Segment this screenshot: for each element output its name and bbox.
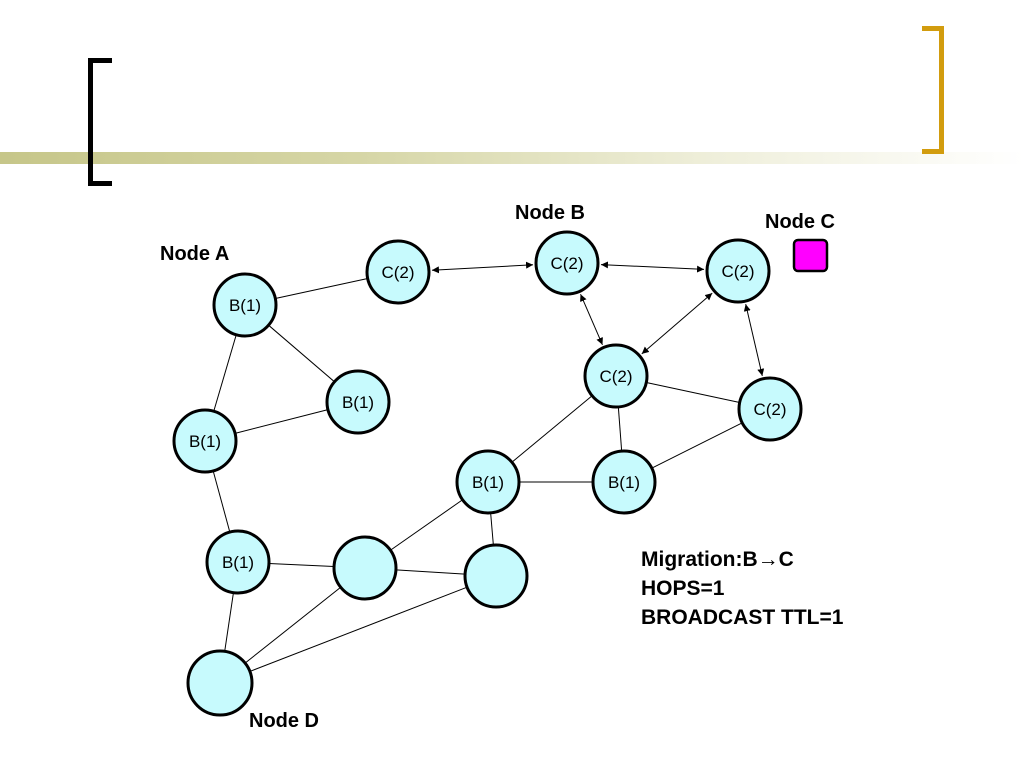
node-d-label: Node D xyxy=(249,710,319,732)
node-c-marker xyxy=(792,238,829,273)
link-b1-lower-to-node-d xyxy=(224,592,234,652)
node-circle xyxy=(583,343,649,409)
link-node-d-to-blank-2 xyxy=(249,586,468,672)
link-blank-1-to-b1-center xyxy=(390,499,463,551)
node-circle xyxy=(455,449,521,515)
link-b1-node-a-to-b1-left xyxy=(213,334,237,412)
right-bracket-decoration xyxy=(922,26,944,154)
node-label: B(1) xyxy=(472,473,504,492)
node-label: B(1) xyxy=(342,393,374,412)
link-b1-center-to-blank-2 xyxy=(490,512,494,546)
node-circle xyxy=(205,529,271,595)
node-circle xyxy=(172,408,238,474)
link-b1-node-a-to-b1-mid xyxy=(268,324,335,383)
link-b1-left-to-b1-mid xyxy=(234,409,329,434)
link-blank-1-to-blank-2 xyxy=(395,569,466,575)
bidirectional-link-c2-top-to-c2-node-b xyxy=(431,261,534,274)
broadcast-ttl-text: BROADCAST TTL=1 xyxy=(641,606,844,629)
node-blank-2 xyxy=(463,543,529,609)
node-circle xyxy=(463,543,529,609)
node-label: C(2) xyxy=(550,254,583,273)
node-c-label: Node C xyxy=(765,211,835,233)
node-c2-node-b: C(2) xyxy=(534,230,600,296)
link-b1-right-to-c2-right xyxy=(651,422,743,469)
node-c2-top: C(2) xyxy=(365,239,431,305)
bidirectional-link-c2-node-b-to-c2-center xyxy=(580,293,603,346)
node-c2-center: C(2) xyxy=(583,343,649,409)
node-circle xyxy=(534,230,600,296)
link-b1-left-to-b1-lower xyxy=(212,470,231,533)
node-a-label: Node A xyxy=(160,243,229,265)
node-circle xyxy=(325,369,391,435)
node-b1-center: B(1) xyxy=(455,449,521,515)
node-blank-1 xyxy=(332,535,398,601)
node-circle xyxy=(705,238,771,304)
node-label: B(1) xyxy=(189,432,221,451)
link-b1-node-a-to-c2-top xyxy=(275,278,368,299)
link-c2-center-to-c2-right xyxy=(646,382,740,403)
node-circle xyxy=(591,449,657,515)
node-label: B(1) xyxy=(608,473,640,492)
node-label: C(2) xyxy=(753,400,786,419)
bidirectional-link-c2-node-b-to-c2-right-top xyxy=(600,261,705,273)
migration-text: Migration:B→C xyxy=(641,548,794,571)
link-b1-center-to-c2-center xyxy=(511,395,593,463)
node-circle xyxy=(212,272,278,338)
node-b1-lower: B(1) xyxy=(205,529,271,595)
hops-text: HOPS=1 xyxy=(641,577,725,600)
link-c2-center-to-b1-right xyxy=(617,406,623,452)
node-node-d xyxy=(186,649,254,717)
node-circle xyxy=(365,239,431,305)
node-b1-left: B(1) xyxy=(172,408,238,474)
link-b1-lower-to-blank-1 xyxy=(268,562,335,568)
title-underline-bar xyxy=(0,152,1024,164)
bidirectional-link-c2-right-top-to-c2-center xyxy=(641,292,713,355)
node-b1-right: B(1) xyxy=(591,449,657,515)
node-b1-node-a: B(1) xyxy=(212,272,278,338)
node-label: C(2) xyxy=(599,367,632,386)
node-circle xyxy=(737,376,803,442)
node-c2-right: C(2) xyxy=(737,376,803,442)
migration-info: Migration:B→C HOPS=1 BROADCAST TTL=1 xyxy=(641,545,843,632)
node-label: B(1) xyxy=(229,296,261,315)
link-node-d-to-blank-1 xyxy=(244,586,342,664)
node-b-label: Node B xyxy=(515,202,585,224)
bidirectional-link-c2-right-top-to-c2-right xyxy=(743,304,765,376)
node-label: C(2) xyxy=(381,263,414,282)
node-label: C(2) xyxy=(721,262,754,281)
left-bracket-decoration xyxy=(88,58,112,186)
edges-layer xyxy=(212,261,765,672)
node-label: B(1) xyxy=(222,553,254,572)
nodes-layer: B(1) B(1) B(1) B(1) C(2) C(2) C(2) C(2) C(2) B(1)… xyxy=(172,230,803,717)
node-circle xyxy=(186,649,254,717)
node-b1-mid: B(1) xyxy=(325,369,391,435)
node-c2-right-top: C(2) xyxy=(705,238,771,304)
node-circle xyxy=(332,535,398,601)
